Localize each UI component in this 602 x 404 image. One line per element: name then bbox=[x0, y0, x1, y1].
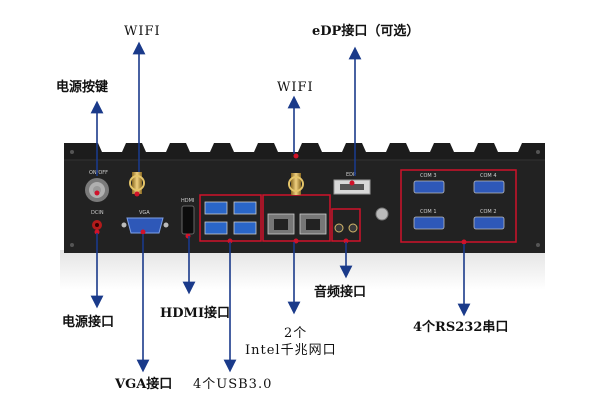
label-usb: 4个USB3.0 bbox=[193, 377, 273, 392]
panel-vga-label: VGA bbox=[139, 210, 150, 216]
hdmi-port bbox=[181, 205, 195, 235]
panel-com3-label: COM 3 bbox=[420, 173, 437, 179]
usb-port-group bbox=[199, 194, 262, 242]
dc-power-port bbox=[92, 220, 102, 230]
label-edp: eDP接口（可选） bbox=[312, 24, 420, 39]
label-rs232: 4个RS232串口 bbox=[413, 320, 509, 335]
label-lan-type: Intel千兆网口 bbox=[245, 343, 337, 358]
chassis-reflection bbox=[60, 250, 545, 290]
label-lan-count: 2个 bbox=[284, 326, 308, 341]
panel-edp-label: EDP bbox=[346, 172, 356, 178]
panel-com4-label: COM 4 bbox=[480, 173, 497, 179]
lan-port-group bbox=[262, 194, 331, 242]
panel-on-off-label: ON/OFF bbox=[89, 170, 108, 176]
panel-com1-label: COM 1 bbox=[420, 209, 437, 215]
panel-com2-label: COM 2 bbox=[480, 209, 497, 215]
vga-port bbox=[121, 217, 169, 234]
label-audio: 音频接口 bbox=[314, 285, 367, 300]
label-wifi-right: WIFI bbox=[277, 80, 314, 95]
ground-screw bbox=[375, 207, 389, 221]
mini-pc-chassis bbox=[64, 143, 545, 253]
label-wifi-left: WIFI bbox=[124, 24, 161, 39]
wifi-antenna-left bbox=[129, 172, 145, 194]
label-vga: VGA接口 bbox=[115, 377, 173, 392]
wifi-antenna-right bbox=[288, 173, 304, 195]
callout-arrows bbox=[90, 41, 471, 373]
label-hdmi: HDMI接口 bbox=[160, 306, 231, 321]
panel-dcin-label: DCIN bbox=[91, 210, 104, 216]
label-power-port: 电源接口 bbox=[62, 315, 115, 330]
power-button[interactable] bbox=[85, 178, 109, 202]
edp-port bbox=[333, 179, 371, 195]
rs232-port-group bbox=[400, 169, 517, 243]
panel-hdmi-label: HDMI bbox=[181, 198, 194, 204]
highlight-dots bbox=[94, 153, 467, 245]
label-power-button: 电源按键 bbox=[56, 80, 109, 95]
